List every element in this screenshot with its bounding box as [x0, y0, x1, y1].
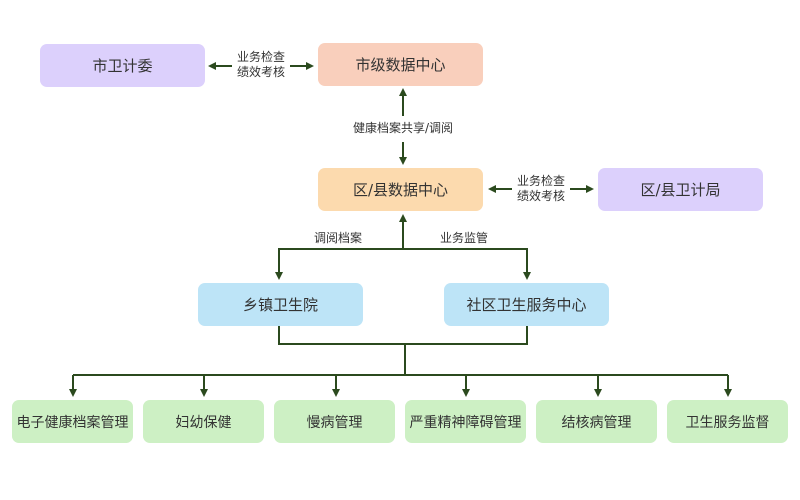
edge-label-district-inspection: 业务检查 绩效考核	[513, 174, 569, 204]
edge-label-line: 绩效考核	[516, 189, 565, 203]
node-service-maternal-child: 妇幼保健	[143, 400, 264, 443]
edge-label-retrieve-records: 调阅档案	[313, 231, 362, 245]
node-label: 市卫计委	[92, 57, 153, 75]
node-label: 电子健康档案管理	[16, 414, 129, 431]
node-city-health-commission: 市卫计委	[40, 44, 205, 87]
node-service-tuberculosis: 结核病管理	[536, 400, 657, 443]
node-label: 区/县数据中心	[352, 181, 449, 199]
node-label: 慢病管理	[306, 414, 363, 431]
node-label: 市级数据中心	[355, 56, 446, 74]
arrow-to-township-hospital	[275, 248, 403, 280]
node-service-ehr: 电子健康档案管理	[12, 400, 133, 443]
node-city-data-center: 市级数据中心	[318, 43, 483, 86]
node-district-health-bureau: 区/县卫计局	[598, 168, 763, 211]
edge-label-line: 业务检查	[236, 50, 285, 64]
edge-label-supervision: 业务监管	[439, 231, 488, 245]
edge-label-line: 业务检查	[516, 174, 565, 188]
node-township-hospital: 乡镇卫生院	[198, 283, 363, 326]
node-label: 结核病管理	[561, 414, 632, 431]
node-service-mental: 严重精神障碍管理	[405, 400, 526, 443]
node-label: 妇幼保健	[175, 414, 232, 431]
node-label: 卫生服务监督	[685, 414, 770, 431]
arrow-to-community-health-center	[403, 248, 531, 280]
node-label: 区/县卫计局	[640, 181, 721, 199]
node-service-chronic: 慢病管理	[274, 400, 395, 443]
node-district-data-center: 区/县数据中心	[318, 168, 483, 211]
node-service-supervision: 卫生服务监督	[667, 400, 788, 443]
node-label: 严重精神障碍管理	[409, 414, 522, 431]
node-label: 社区卫生服务中心	[466, 296, 587, 314]
edge-label-line: 绩效考核	[236, 65, 285, 79]
edge-label-city-inspection: 业务检查 绩效考核	[233, 50, 289, 80]
edge-label-share: 健康档案共享/调阅	[349, 121, 457, 136]
merge-connector	[278, 326, 528, 345]
node-label: 乡镇卫生院	[242, 296, 318, 314]
node-community-health-center: 社区卫生服务中心	[444, 283, 609, 326]
